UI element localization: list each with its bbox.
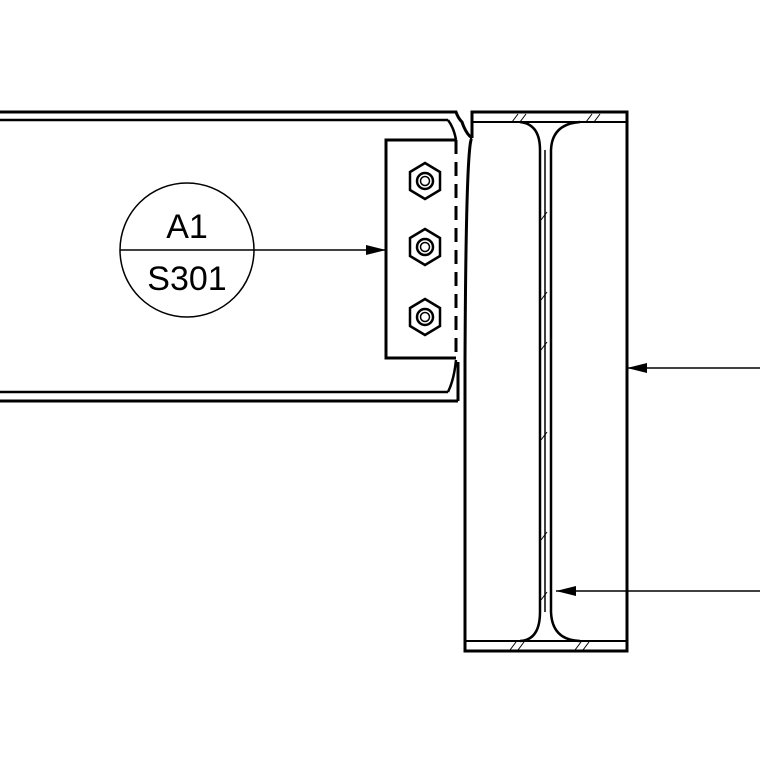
section-hatching	[509, 113, 601, 651]
bolt-hex-icon	[408, 297, 442, 337]
leaders	[556, 363, 760, 596]
beam-bottom-cope	[446, 359, 458, 393]
bolt-hex-icon	[408, 161, 442, 201]
section-callout: A1 S301	[119, 182, 386, 318]
beam	[0, 110, 473, 403]
column-web-right	[549, 120, 581, 643]
plate-outline	[384, 138, 456, 360]
shear-plate	[384, 138, 458, 360]
beam-top-flange	[0, 110, 473, 140]
callout-detail-number: A1	[166, 208, 208, 246]
column	[463, 110, 629, 653]
bolt-hex-icon	[408, 227, 442, 267]
bolts	[408, 161, 442, 337]
callout-sheet-number: S301	[147, 260, 226, 298]
column-outline	[463, 110, 629, 653]
beam-top-flange-edge	[446, 119, 458, 141]
column-web-left	[519, 120, 542, 643]
